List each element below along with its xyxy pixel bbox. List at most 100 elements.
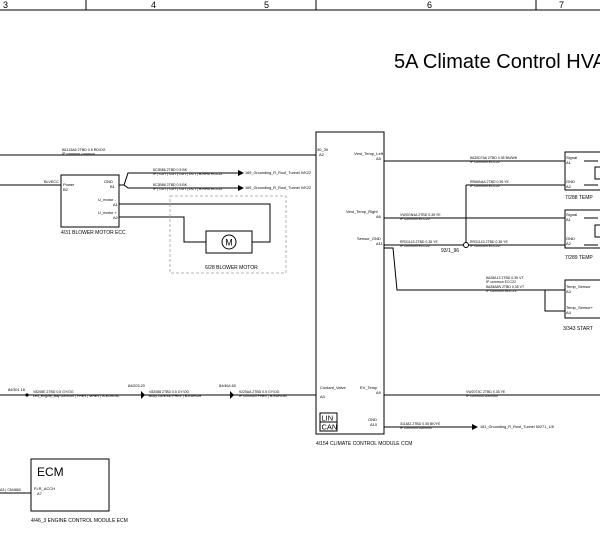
component-caption: 7/288 TEMP (565, 195, 593, 201)
coolant-valve-line: 84/301 18 V8208E 2TBD 0.5 GY/OG Left_Eng… (0, 384, 316, 399)
column-number-7: 7 (559, 0, 564, 10)
ecm-title: ECM (37, 465, 64, 479)
wire-sub: IP | CDT | CDT | CDT | DCT | B-RHD ECC22 (153, 172, 222, 176)
wire-code: V82088 2TBD 0.5 GY/OG (149, 390, 190, 394)
blower-ecc-box (60, 174, 120, 228)
wire-code: 31148J 2TBD 0.35 BK/YE (400, 422, 441, 426)
connector-ref: 84/301 18 (8, 388, 25, 392)
column-number-6: 6 (427, 0, 432, 10)
wire-code: VW2073C 2TBD 0.35 YE (466, 390, 506, 394)
sensor-box (564, 209, 600, 249)
ground-destination: 169_Grounding_R_Roof_Tunnel IVK22 (245, 171, 311, 175)
ground-destination: 181_Grounding_R_Roof_Tunnel 50271_1/8 (480, 425, 554, 429)
arrow-icon (472, 424, 478, 430)
thermistor-icon (594, 224, 600, 238)
engine-control-module: ECM FLR_ACCH A7 A3 | CM4860 4/46_3 ENGIN… (0, 458, 128, 524)
wire-sub: IP common ECC22 (400, 217, 430, 221)
pin-number: A4 (566, 310, 572, 315)
motor-symbol: M (225, 238, 233, 248)
pin-number: A2 (566, 184, 572, 189)
splice-label: 93/1_96 (441, 248, 459, 254)
pin-number: A5 (376, 156, 382, 161)
wire-code: 8C2B86 2TBD 0.5 BK (153, 183, 188, 187)
ecm-box (30, 458, 110, 512)
component-caption: 4/46_3 ENGINE CONTROL MODULE ECM (31, 518, 128, 524)
wire-sub: IP common ECC22 (470, 184, 500, 188)
wire-code: 8C2B86 2TBD 0.5 BK (153, 168, 188, 172)
pin-label: EV_Temp (360, 385, 378, 390)
connector-icon (230, 391, 234, 399)
wire-code: RR66N4A 2TBD 0.35 YE (470, 180, 510, 184)
connector-icon (25, 393, 29, 397)
column-number-4: 4 (151, 0, 156, 10)
pin-label: Signal (566, 155, 577, 160)
blower-motor-ecc: 8A113A6 2TBD 0.5 RD/OG IP common common … (0, 148, 316, 243)
pin-number: A2 (113, 215, 119, 220)
sensor-box (564, 279, 600, 319)
pin-label: U_motor + (98, 210, 117, 215)
blower-motor-dashed-area (169, 195, 287, 274)
pin-number: A10 (370, 422, 378, 427)
wire-sub: IP common ECC22 (486, 280, 516, 284)
wire-label: BLVECC (44, 180, 59, 184)
sensor-box (564, 151, 600, 191)
component-caption: 4/31 BLOWER MOTOR ECC (61, 230, 126, 236)
wire-code: RR31143 2TBD 0.35 YE (470, 240, 508, 244)
can-box (319, 421, 338, 432)
pin-label: GND (104, 179, 113, 184)
wire-sub: IP | CDT | CDT | CDT | DCT | B-RHD ECC22 (153, 187, 222, 191)
pin-number: A3 (566, 289, 572, 294)
temp-sensor-1: Signal A1 GND A2 7/288 TEMP (564, 151, 600, 201)
column-ruler: 3 4 5 6 7 (0, 0, 600, 11)
motor-icon (221, 234, 237, 250)
wire-code: 8A28A13 2TBD 0.35 VT (486, 276, 524, 280)
blower-motor-box (205, 230, 253, 254)
temp-sensor-2: Signal A1 GND A2 7/289 TEMP (564, 209, 600, 261)
ground-destination: 169_Grounding_R_Roof_Tunnel IVK22 (245, 186, 311, 190)
wire-code: RR31143 2TBD 0.35 YE (400, 240, 438, 244)
arrow-icon (238, 170, 244, 176)
wire-sub: IP common MOC12 (486, 289, 517, 293)
wire-code: 8A28A8N 2TBD 0.35 VT (486, 285, 525, 289)
wire-sub: IP common common (466, 394, 498, 398)
component-caption: 4/154 CLIMATE CONTROL MODULE CCM (316, 441, 412, 447)
wire-code: 8A30D7A6 2TBD 0.35 BN/WH (470, 156, 518, 160)
column-number-5: 5 (264, 0, 269, 10)
pin-number: A1 (566, 217, 572, 222)
splice-icon (463, 242, 469, 248)
component-caption: 6/28 BLOWER MOTOR (205, 265, 258, 271)
climate-control-module: 30_30 A2 Vent_Temp_Left A5 Vent_Temp_Rig… (315, 131, 412, 447)
blower-motor: M 6/28 BLOWER MOTOR (169, 195, 287, 274)
pin-label: Power (63, 182, 75, 187)
pin-label: Signal (566, 212, 577, 217)
pin-label: GND (368, 417, 377, 422)
wire-sub: IP common PHEV | B-EUROM (239, 394, 287, 398)
pin-number: A2 (319, 152, 325, 157)
pin-label: GND (566, 236, 575, 241)
connector-ref: 84/203.20 (128, 384, 145, 388)
pin-number: A11 (376, 241, 384, 246)
pin-number: B2 (63, 187, 69, 192)
wire-code: V8208E 2TBD 0.5 GY/OG (33, 390, 74, 394)
page-title: 5A Climate Control HVAC (394, 51, 600, 73)
ccm-box (315, 131, 385, 435)
wire-sub: IP common ECC22 (470, 160, 500, 164)
wire-sub: IP common common (400, 426, 432, 430)
pin-label: Coolant_Valve (320, 385, 346, 390)
wire-code: VWSGN4A 2TBD 0.35 YE (400, 213, 441, 217)
pin-label: Temp_Sensor+ (566, 305, 594, 310)
pin-label: Sensor_GND (357, 236, 381, 241)
wire-sub: IP common ECC22 (470, 244, 500, 248)
wire-sub: IP common ECC22 (400, 244, 430, 248)
wire-sub: Left_Engine_Bay common | PHEV | MHEV | B… (33, 394, 119, 398)
thermistor-icon (594, 166, 600, 180)
pin-number: A6 (376, 214, 382, 219)
pin-number: A9 (376, 390, 382, 395)
connector-ref: A3 | CM4860 (0, 488, 21, 492)
wire-code: 8A113A6 2TBD 0.5 RD/OG (62, 148, 106, 152)
pin-number: A1 (566, 160, 572, 165)
wire-sub: IP common common (62, 152, 95, 156)
bus-label: CAN (322, 423, 338, 432)
pin-number: A7 (37, 491, 43, 496)
wire-code: 9220AA 2TBD 0.5 GY/OG (239, 390, 280, 394)
